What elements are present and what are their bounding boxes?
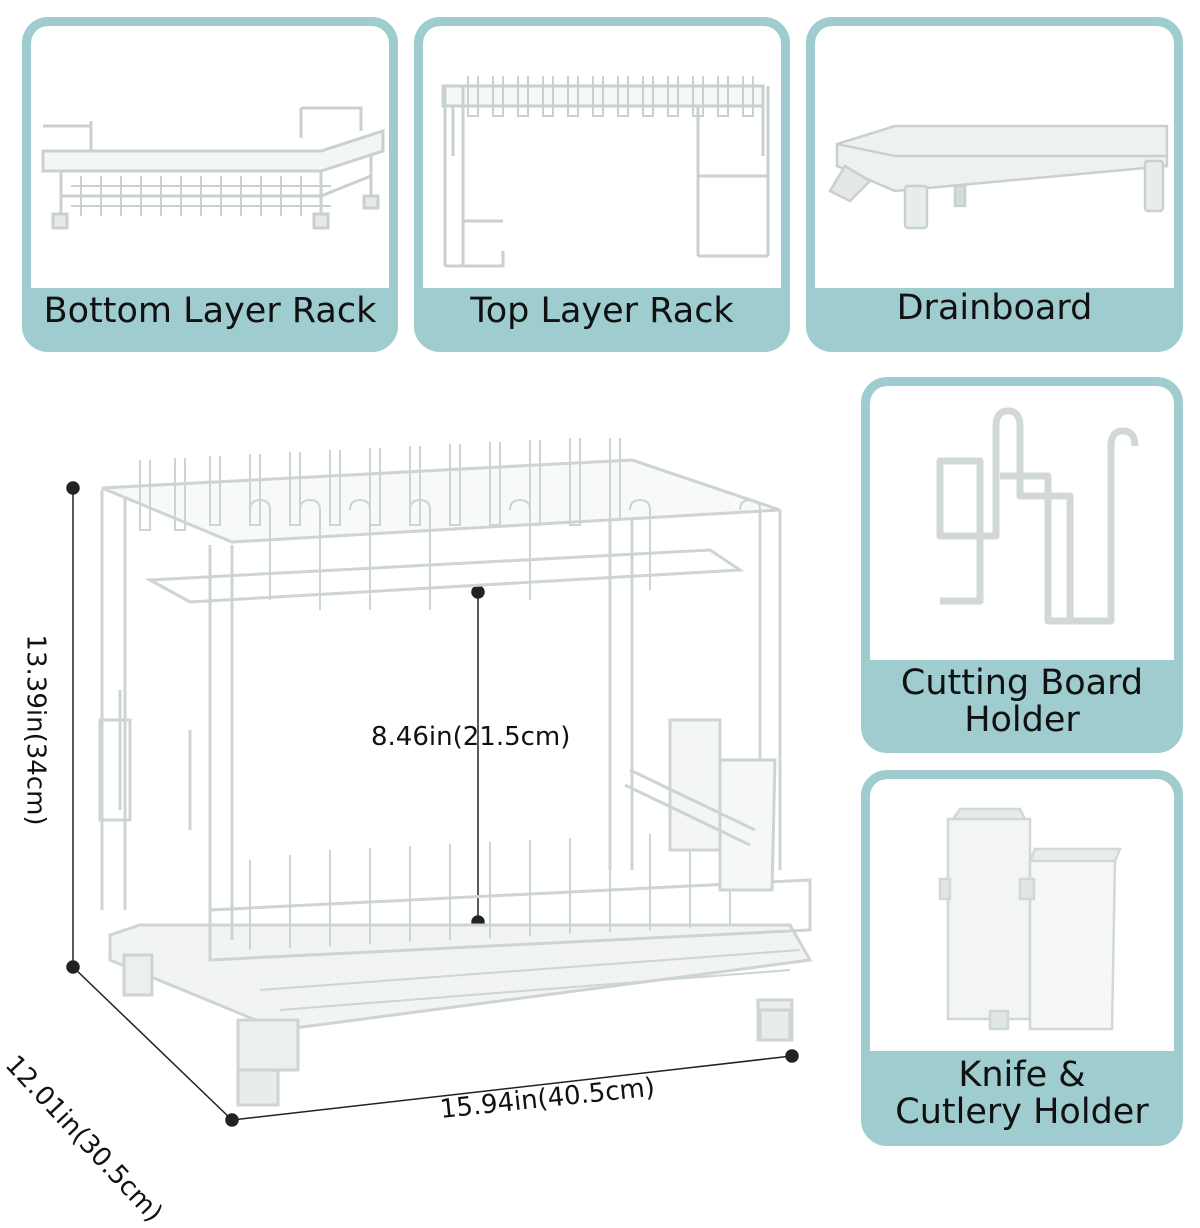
bottom-rack-card: Bottom Layer Rack	[22, 17, 398, 352]
dish-rack	[98, 438, 813, 1107]
tier-gap-dimension-label: 8.46in(21.5cm)	[371, 722, 571, 752]
top-rack-icon	[441, 76, 770, 268]
hook-holder-icon	[936, 407, 1139, 625]
top-rack-card: Top Layer Rack	[414, 17, 790, 352]
drainboard-label: Drainboard	[896, 287, 1093, 328]
cutting-board-holder-card: Cutting Board Holder	[861, 377, 1183, 753]
knife-holder-card: Knife & Cutlery Holder	[861, 770, 1183, 1146]
top-rack-label: Top Layer Rack	[470, 290, 734, 331]
dimension-lines	[66, 481, 799, 1127]
bottom-rack-image	[31, 26, 389, 288]
utensil-cup-icon	[938, 807, 1122, 1031]
knife-holder-label: Knife & Cutlery Holder	[895, 1055, 1149, 1132]
dish-rack-illustration	[66, 438, 813, 1127]
cutting-board-holder-image	[870, 386, 1174, 660]
height-dimension-label: 13.39in(34cm)	[20, 634, 51, 826]
drainboard-icon	[828, 124, 1169, 230]
cutting-board-holder-label: Cutting Board Holder	[900, 663, 1144, 740]
drainboard-card: Drainboard	[806, 17, 1183, 352]
bottom-rack-label: Bottom Layer Rack	[43, 290, 377, 331]
bottom-rack-icon	[41, 106, 385, 230]
drainboard-image	[815, 26, 1174, 288]
knife-holder-image	[870, 779, 1174, 1051]
top-rack-image	[423, 26, 781, 288]
